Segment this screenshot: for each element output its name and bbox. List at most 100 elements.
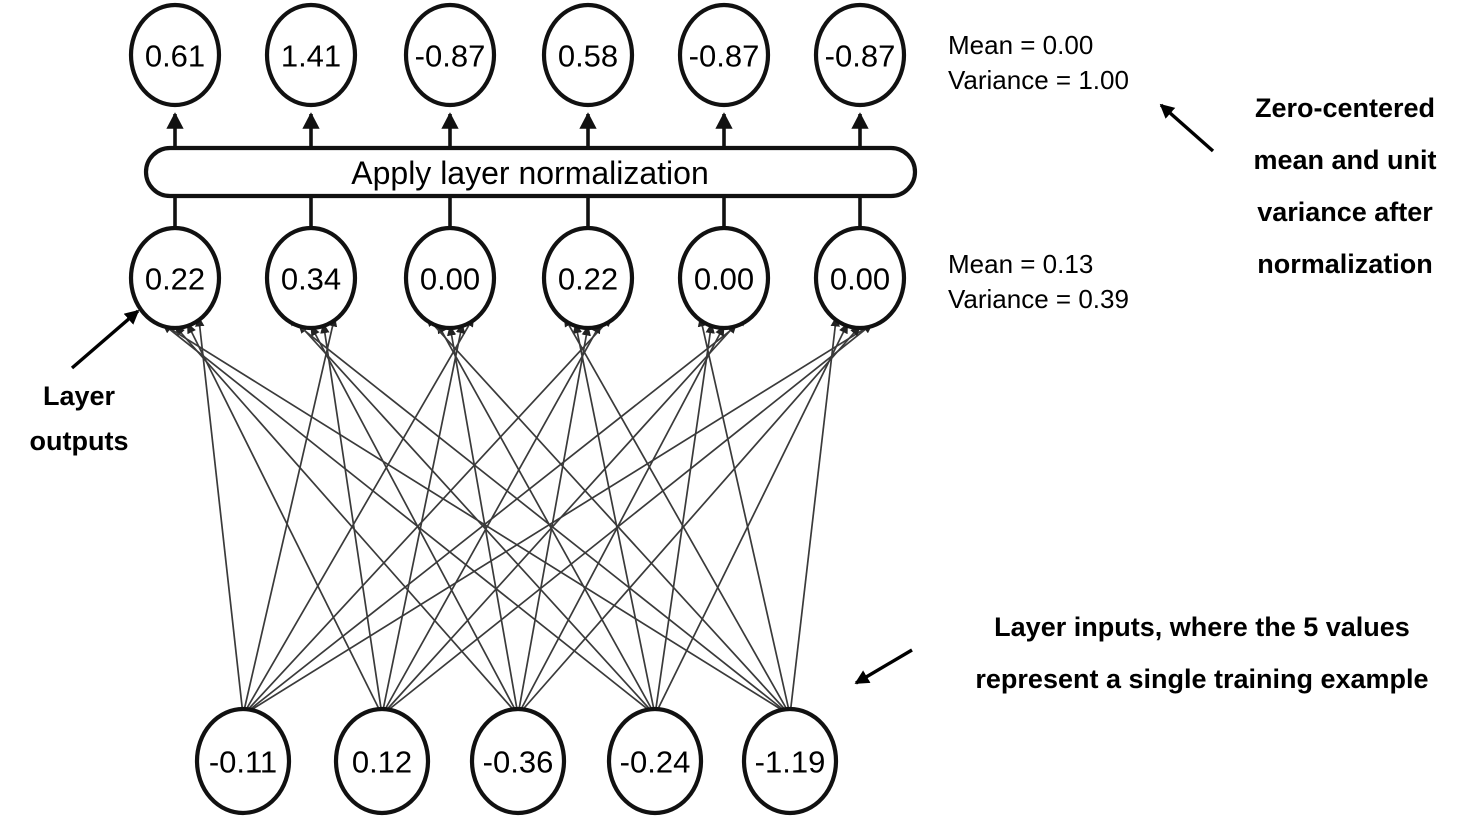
output-node-4-value: -0.87 xyxy=(689,39,760,74)
hidden-mean-label: Mean = 0.13 xyxy=(948,249,1093,279)
input-node-1: 0.12 xyxy=(333,706,431,816)
edge-input-0-to-hidden-0 xyxy=(195,315,244,716)
zero-centered-callout-line4: normalization xyxy=(1257,249,1433,279)
input-node-3-value: -0.24 xyxy=(620,745,691,780)
input-node-0-shape xyxy=(194,706,292,816)
norm-box-shape xyxy=(143,145,918,199)
zero-centered-callout-arrow xyxy=(1159,103,1215,153)
hidden-node-layer: 0.22 0.34 0.00 0.22 0.00 0.00 xyxy=(128,225,907,331)
connection-edges xyxy=(150,315,885,716)
edge-input-2-to-hidden-1 xyxy=(310,325,519,716)
hidden-node-1: 0.34 xyxy=(264,225,358,331)
output-node-5-shape xyxy=(813,2,907,108)
hidden-node-1-shape xyxy=(264,225,358,331)
input-node-2: -0.36 xyxy=(469,706,567,816)
zero-centered-callout: Zero-centered mean and unit variance aft… xyxy=(1159,93,1437,279)
edge-input-0-to-hidden-5 xyxy=(242,316,885,716)
zero-centered-callout-line3: variance after xyxy=(1257,197,1433,227)
output-mean-label: Mean = 0.00 xyxy=(948,30,1093,60)
input-node-4-value: -1.19 xyxy=(755,745,826,780)
hidden-node-4: 0.00 xyxy=(677,225,771,331)
hidden-node-5: 0.00 xyxy=(813,225,907,331)
input-node-2-shape xyxy=(469,706,567,816)
layer-outputs-callout-line1: Layer xyxy=(43,381,116,411)
edge-input-2-to-hidden-2 xyxy=(447,324,519,716)
edge-input-4-to-hidden-5 xyxy=(789,315,840,716)
edge-input-3-to-hidden-3 xyxy=(572,322,656,716)
input-node-1-value: 0.12 xyxy=(352,745,412,780)
edge-input-1-to-hidden-2 xyxy=(381,322,466,716)
output-node-5: -0.87 xyxy=(813,2,907,108)
apply-layer-normalization-box[interactable]: Apply layer normalization xyxy=(143,145,918,199)
edge-input-4-to-hidden-1 xyxy=(286,316,791,716)
hidden-node-5-shape xyxy=(813,225,907,331)
layer-outputs-callout-arrow xyxy=(70,309,140,370)
hidden-node-0: 0.22 xyxy=(128,225,222,331)
edge-input-0-to-hidden-2 xyxy=(242,316,475,716)
edge-input-2-to-hidden-0 xyxy=(174,325,519,716)
layer-inputs-callout-line1: Layer inputs, where the 5 values xyxy=(994,612,1410,642)
hidden-node-5-value: 0.00 xyxy=(830,262,890,297)
hidden-node-2-shape xyxy=(403,225,497,331)
output-node-3-value: 0.58 xyxy=(558,39,618,74)
hidden-stats: Mean = 0.13 Variance = 0.39 xyxy=(948,249,1129,314)
input-node-0-value: -0.11 xyxy=(209,745,277,780)
input-node-4: -1.19 xyxy=(741,706,839,816)
hidden-node-4-shape xyxy=(677,225,771,331)
output-node-4-shape xyxy=(677,2,771,108)
output-node-1-shape xyxy=(264,2,358,108)
hidden-node-3-value: 0.22 xyxy=(558,262,618,297)
edge-input-1-to-hidden-5 xyxy=(381,323,874,716)
edge-input-4-to-hidden-4 xyxy=(697,315,791,716)
layer-inputs-callout-line2: represent a single training example xyxy=(975,664,1428,694)
edge-input-0-to-hidden-1 xyxy=(242,315,338,716)
input-node-4-shape xyxy=(741,706,839,816)
edge-input-0-to-hidden-3 xyxy=(242,316,613,716)
output-variance-label: Variance = 1.00 xyxy=(948,65,1129,95)
input-node-0: -0.11 xyxy=(194,706,292,816)
hidden-node-2-value: 0.00 xyxy=(420,262,480,297)
norm-box-label: Apply layer normalization xyxy=(351,155,709,191)
output-node-2-shape xyxy=(403,2,497,108)
edge-input-1-to-hidden-1 xyxy=(320,322,383,716)
zero-centered-callout-line1: Zero-centered xyxy=(1255,93,1435,123)
input-node-3: -0.24 xyxy=(606,706,704,816)
pipes-into-norm-box xyxy=(173,196,862,232)
layer-inputs-callout: Layer inputs, where the 5 values represe… xyxy=(854,612,1429,694)
output-node-2: -0.87 xyxy=(403,2,497,108)
hidden-node-0-value: 0.22 xyxy=(145,262,205,297)
edge-input-3-to-hidden-2 xyxy=(436,322,656,716)
hidden-node-4-value: 0.00 xyxy=(694,262,754,297)
output-node-1: 1.41 xyxy=(264,2,358,108)
edge-input-3-to-hidden-1 xyxy=(297,322,656,716)
output-node-1-value: 1.41 xyxy=(281,39,341,74)
hidden-variance-label: Variance = 0.39 xyxy=(948,284,1129,314)
output-node-0-value: 0.61 xyxy=(145,39,205,74)
edge-input-3-to-hidden-0 xyxy=(161,323,656,716)
hidden-node-3: 0.22 xyxy=(541,225,635,331)
edge-input-2-to-hidden-4 xyxy=(517,325,725,716)
layer-inputs-callout-arrow xyxy=(854,648,913,685)
hidden-node-2: 0.00 xyxy=(403,225,497,331)
pipes-out-of-norm-box xyxy=(166,112,869,148)
output-node-2-value: -0.87 xyxy=(415,39,486,74)
output-node-0: 0.61 xyxy=(128,2,222,108)
edge-input-2-to-hidden-3 xyxy=(517,324,591,716)
layer-outputs-callout-line2: outputs xyxy=(30,426,129,456)
output-node-0-shape xyxy=(128,2,222,108)
input-node-1-shape xyxy=(333,706,431,816)
layer-outputs-callout: Layer outputs xyxy=(30,309,140,456)
output-stats: Mean = 0.00 Variance = 1.00 xyxy=(948,30,1129,95)
hidden-node-1-value: 0.34 xyxy=(281,262,341,297)
output-node-4: -0.87 xyxy=(677,2,771,108)
edge-input-3-to-hidden-4 xyxy=(654,322,715,716)
input-node-2-value: -0.36 xyxy=(483,745,554,780)
hidden-node-3-shape xyxy=(541,225,635,331)
edge-input-3-to-hidden-5 xyxy=(654,322,849,716)
edge-input-2-to-hidden-5 xyxy=(517,325,861,716)
output-node-5-value: -0.87 xyxy=(825,39,896,74)
output-node-layer: 0.61 1.41 -0.87 0.58 -0.87 -0.87 xyxy=(128,2,907,108)
output-node-3-shape xyxy=(541,2,635,108)
